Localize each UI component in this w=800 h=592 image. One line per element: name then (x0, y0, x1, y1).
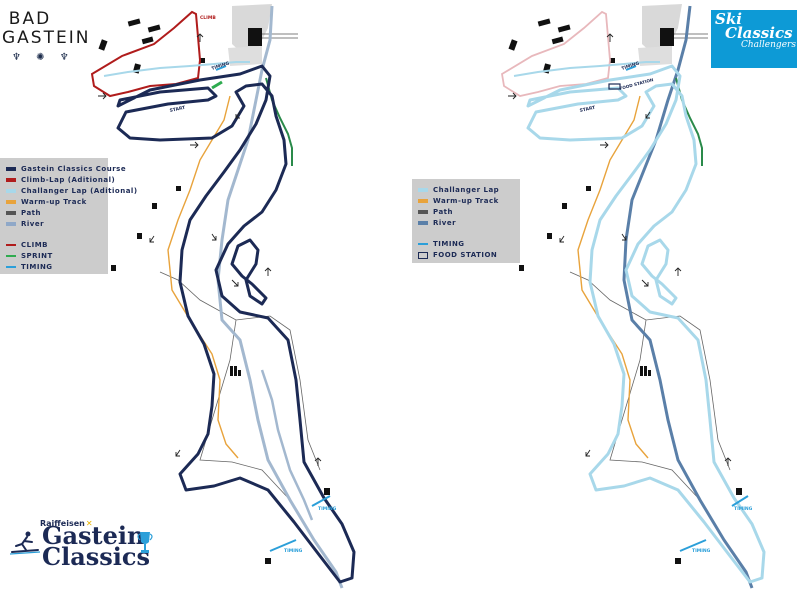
river-line (260, 369, 314, 521)
sponsor-mark-icon: ✕ (85, 519, 93, 528)
timing-label: TIMING (692, 548, 711, 554)
main-course (230, 238, 268, 306)
timing-label: TIMING (621, 60, 641, 71)
legend-swatch (6, 222, 16, 226)
legend-marker: CLIMB (6, 240, 102, 250)
town-crest-icon: ♆ ✺ ♆ (12, 52, 75, 63)
timing-label: TIMING (318, 506, 337, 512)
direction-arrows (508, 33, 732, 466)
river-line (622, 5, 754, 589)
start-label: START (169, 105, 187, 114)
right-map: TIMING FOOD STATION START TIMING TIMING (501, 4, 766, 589)
legend-label: FOOD STATION (433, 251, 498, 259)
timing-marker (731, 495, 749, 507)
legend-swatch (6, 244, 16, 246)
legend-label: Challanger Lap (433, 186, 500, 194)
legend-item: Gastein Classics Course (6, 164, 126, 174)
legend-left: Gastein Classics Course Climb-Lap (Aditi… (0, 158, 137, 274)
buildings (98, 18, 330, 564)
legend-swatch (6, 255, 16, 257)
legend-label: Climb-Lap (Aditional) (21, 176, 116, 184)
left-map: CLIMB TIMING START TIMING TIMING (90, 4, 356, 589)
buildings (508, 18, 742, 564)
food-station-marker (608, 83, 621, 90)
legend-label: River (433, 219, 457, 227)
path-line (159, 271, 321, 501)
timing-marker (679, 539, 707, 552)
legend-swatch (6, 178, 16, 182)
legend-label: Path (433, 208, 453, 216)
trophy-icon (137, 532, 153, 553)
legend-label: TIMING (433, 240, 465, 248)
legend-item: River (418, 218, 514, 228)
event-logo: Gastein Classics (42, 521, 151, 571)
event-logo-line: Gastein (42, 521, 145, 550)
legend-swatch (6, 189, 16, 193)
ski-classics-logo: Ski Classics Challengers (711, 10, 797, 68)
challenger-lap (513, 61, 660, 77)
start-label: START (579, 105, 597, 114)
challenger-lap (526, 64, 766, 584)
legend-marker: TIMING (418, 239, 514, 249)
timing-marker (625, 65, 637, 71)
legend-item: Path (418, 207, 514, 217)
ski-logo-line: Ski (715, 10, 742, 28)
ski-logo-line: Challengers (741, 40, 796, 50)
legend-item: Warm-up Track (6, 197, 102, 207)
legend-swatch (418, 199, 428, 203)
timing-marker (269, 539, 297, 552)
legend-swatch (6, 266, 16, 268)
climb-lap (90, 10, 202, 98)
warmup-track (577, 95, 649, 459)
legend-item: Climb-Lap (Aditional) (6, 175, 115, 185)
legend-swatch (6, 200, 16, 204)
legend-label: TIMING (21, 263, 53, 271)
climb-lap-faded (501, 10, 611, 97)
legend-label: Path (21, 209, 41, 217)
skier-icon (9, 531, 41, 555)
sprint-marker (211, 80, 223, 90)
path-line (569, 271, 731, 501)
legend-right: Challanger Lap Warm-up Track Path River … (412, 179, 520, 263)
legend-swatch (418, 188, 428, 192)
river-line (216, 5, 344, 589)
legend-label: SPRINT (21, 252, 53, 260)
direction-arrows (98, 33, 322, 466)
legend-marker: TIMING (6, 262, 102, 272)
legend-swatch (6, 167, 16, 171)
timing-marker (215, 65, 227, 71)
sponsor-name: Raiffeisen✕ (40, 519, 93, 528)
food-station-icon (418, 251, 428, 259)
warmup-track (167, 95, 239, 459)
legend-label: Gastein Classics Course (21, 165, 127, 173)
legend-item: River (6, 219, 102, 229)
timing-label: TIMING (211, 60, 231, 71)
legend-item: Warm-up Track (418, 196, 514, 206)
legend-marker: SPRINT (6, 251, 102, 261)
legend-marker: FOOD STATION (418, 250, 514, 260)
main-course (116, 64, 356, 584)
legend-label: Warm-up Track (433, 197, 499, 205)
challenger-lap (640, 238, 678, 306)
climb-label: CLIMB (200, 15, 216, 21)
timing-label: TIMING (284, 548, 303, 554)
legend-swatch (6, 211, 16, 215)
legend-swatch (418, 210, 428, 214)
ski-logo-line: Classics (725, 24, 793, 42)
legend-swatch (418, 243, 428, 245)
legend-swatch (418, 221, 428, 225)
timing-marker (311, 495, 331, 507)
legend-item: Challanger Lap (418, 185, 514, 195)
legend-label: CLIMB (21, 241, 49, 249)
legend-item: Path (6, 208, 102, 218)
timing-label: TIMING (734, 506, 753, 512)
challenger-lap (103, 61, 250, 77)
legend-label: River (21, 220, 45, 228)
legend-label: Challanger Lap (Aditional) (21, 187, 138, 195)
legend-label: Warm-up Track (21, 198, 87, 206)
legend-item: Challanger Lap (Aditional) (6, 186, 137, 196)
event-logo-line: Classics (42, 542, 151, 571)
